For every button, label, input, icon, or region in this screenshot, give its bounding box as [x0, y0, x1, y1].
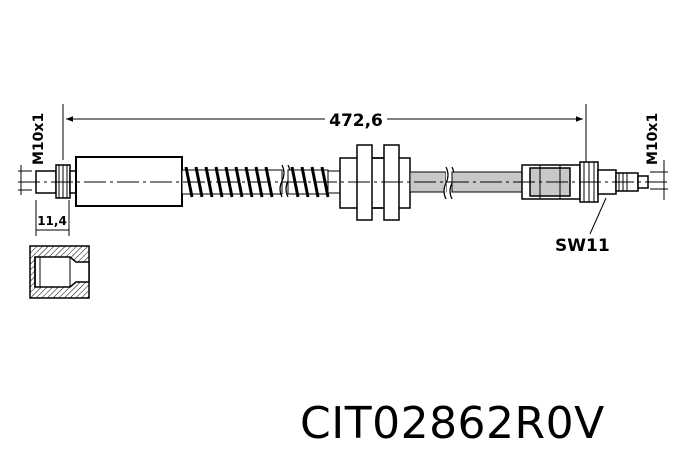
- left-fitting-dimension: 11,4: [35, 200, 70, 236]
- right-thread-label: M10x1: [645, 113, 661, 165]
- fitting-section-detail: [29, 245, 90, 299]
- wrench-size-label: SW11: [555, 236, 610, 256]
- left-thread-label: M10x1: [31, 113, 47, 165]
- overall-length-label: 472,6: [329, 111, 383, 131]
- wrench-size-callout: SW11: [555, 197, 610, 256]
- right-thread-dimension: M10x1: [645, 113, 668, 200]
- hose-segment-right: [409, 166, 523, 200]
- overall-length-dimension: 472,6: [62, 104, 587, 168]
- left-fitting-label: 11,4: [37, 214, 67, 228]
- mounting-grommet: [339, 144, 411, 221]
- left-thread-dimension: M10x1: [18, 113, 47, 195]
- part-code: CIT02862R0V: [300, 398, 605, 449]
